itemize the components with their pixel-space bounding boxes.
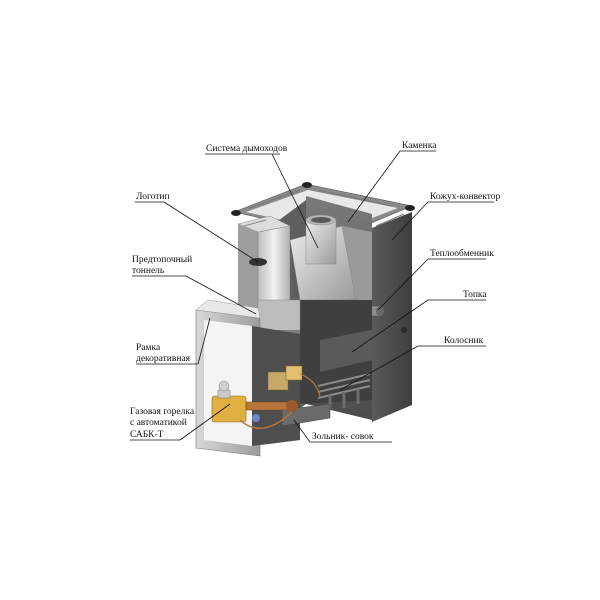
label-kamenka: Каменка: [402, 141, 437, 151]
casing-perforation: [249, 189, 405, 227]
label-firebox: Топка: [463, 290, 487, 300]
label-tunnel-line2: тоннель: [132, 266, 165, 276]
label-burner-line2: с автоматикой: [130, 417, 187, 428]
label-casing: Кожух-конвектор: [430, 192, 500, 202]
label-burner-line3: САБК-Т: [130, 430, 164, 440]
logo-box: [237, 215, 291, 319]
chimney-pipe: [305, 214, 337, 265]
leader-lines: [130, 150, 494, 443]
label-ash-pan: Зольник- совок: [312, 432, 374, 442]
gas-burner: [211, 365, 321, 430]
callout-labels: Система дымоходов Каменка Логотип Кожух-…: [130, 141, 500, 442]
label-heat-exchanger: Теплообменник: [430, 248, 494, 259]
stove-illustration: [195, 182, 415, 457]
decorative-frame: [195, 299, 261, 457]
label-tunnel-line1: Предтопочный: [132, 254, 192, 265]
label-grate: Колосник: [444, 336, 484, 346]
casing-right-panel: [372, 212, 412, 422]
label-frame-line1: Рамка: [136, 343, 161, 353]
label-burner-line1: Газовая горелка: [130, 407, 195, 417]
label-frame-line2: декоративная: [136, 354, 191, 364]
label-logo: Логотип: [136, 192, 170, 202]
label-chimney: Система дымоходов: [206, 144, 288, 154]
